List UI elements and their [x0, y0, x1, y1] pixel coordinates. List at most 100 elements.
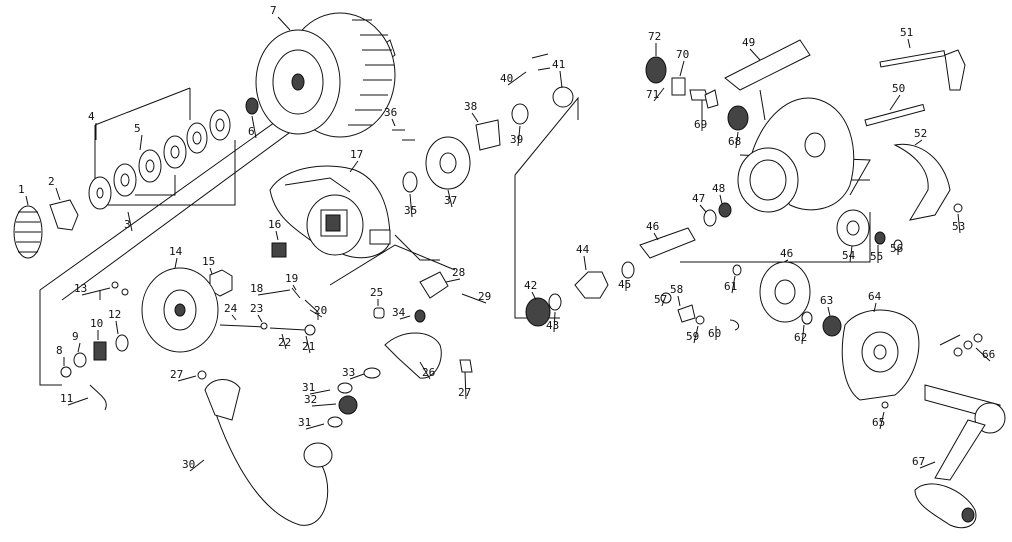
side-cover-64 [841, 309, 983, 409]
leader-line [399, 315, 411, 320]
part-number-label: 1 [18, 183, 25, 196]
leader-line [507, 71, 527, 86]
leader-line [783, 259, 789, 263]
part-number-label: 18 [250, 282, 263, 295]
leader-line [309, 389, 331, 395]
leader-line [25, 195, 29, 206]
leader-line [115, 320, 119, 335]
part-number-label: 31 [302, 381, 315, 394]
part-number-label: 64 [868, 290, 882, 303]
part-number-label: 30 [182, 458, 195, 471]
part-number-label: 24 [224, 302, 238, 315]
leader-line [305, 335, 311, 354]
leader-line [55, 187, 61, 201]
leader-line [531, 291, 537, 301]
leader-line [801, 324, 805, 345]
part-number-label: 12 [108, 308, 121, 321]
leader-line [391, 118, 396, 127]
nut-16 [271, 242, 287, 258]
part-number-label: 42 [524, 279, 537, 292]
leader-line [873, 302, 877, 313]
leader-line [679, 60, 685, 77]
part-number-label: 8 [56, 344, 63, 357]
leader-line [81, 287, 111, 296]
part-number-label: 3 [124, 218, 131, 231]
leader-line [735, 131, 739, 149]
part-number-label: 44 [576, 243, 590, 256]
leader-line [464, 371, 467, 400]
part-number-label: 26 [422, 366, 435, 379]
part-number-label: 32 [304, 393, 317, 406]
leader-line [177, 375, 197, 382]
leader-line [827, 306, 831, 317]
leader-line [699, 204, 707, 213]
leader-line [447, 189, 453, 208]
part-number-label: 31 [298, 416, 311, 429]
part-number-label: 47 [692, 192, 705, 205]
leader-line [653, 232, 659, 241]
leader-line [281, 333, 287, 350]
bail-spring-parts [219, 287, 319, 336]
leader-line [517, 125, 521, 147]
reel-body [724, 39, 855, 213]
leader-line [919, 461, 936, 469]
part-number-label: 17 [350, 148, 363, 161]
leader-line [553, 311, 556, 333]
part-number-label: 23 [250, 302, 263, 315]
part-number-label: 67 [912, 455, 925, 468]
leader-line [209, 267, 213, 275]
line-roller-assy [327, 309, 473, 428]
part-number-label: 55 [870, 250, 883, 263]
rotor-housing [269, 165, 391, 259]
leader-line [127, 211, 133, 232]
part-number-label: 51 [900, 26, 913, 39]
part-number-label: 69 [694, 118, 707, 131]
part-number-label: 70 [676, 48, 689, 61]
part-number-label: 14 [169, 245, 183, 258]
part-number-label: 71 [646, 88, 659, 101]
part-number-label: 22 [278, 336, 291, 349]
leader-line [257, 314, 263, 323]
part-number-label: 39 [510, 133, 523, 146]
leader-line [257, 289, 291, 296]
leader-line [309, 309, 323, 318]
foot-51 [944, 49, 966, 91]
part-number-label: 27 [170, 368, 183, 381]
part-number-label: 33 [342, 366, 355, 379]
part-number-label: 9 [72, 330, 79, 343]
leader-line [305, 423, 325, 430]
top-right-small-parts [645, 56, 749, 131]
leader-line [749, 48, 761, 61]
part-number-label: 45 [618, 278, 631, 291]
part-number-label: 48 [712, 182, 725, 195]
part-number-label: 72 [648, 30, 661, 43]
leader-line [957, 213, 961, 234]
part-number-label: 13 [74, 282, 87, 295]
part-number-label: 57 [654, 293, 667, 306]
part-number-label: 29 [478, 290, 491, 303]
part-number-label: 46 [780, 247, 793, 260]
leader-line [719, 194, 723, 205]
part-number-label: 58 [670, 283, 683, 296]
part-number-label: 37 [444, 194, 457, 207]
shaft-51 [879, 50, 946, 68]
part-25 [373, 307, 385, 319]
screw-53 [953, 203, 963, 213]
pinion-parts [525, 202, 732, 327]
part-number-label: 43 [546, 319, 559, 332]
part-number-label: 28 [452, 266, 465, 279]
leader-line [653, 87, 665, 102]
part-number-label: 19 [285, 272, 298, 285]
part-number-label: 54 [842, 249, 856, 262]
cover-52 [893, 143, 951, 221]
part-number-label: 35 [404, 204, 417, 217]
part-number-label: 16 [268, 218, 281, 231]
spool-bearing [245, 97, 259, 115]
leader-line [693, 325, 699, 344]
leader-line [292, 284, 297, 291]
part-number-label: 15 [202, 255, 215, 268]
handle-67 [914, 384, 1006, 529]
